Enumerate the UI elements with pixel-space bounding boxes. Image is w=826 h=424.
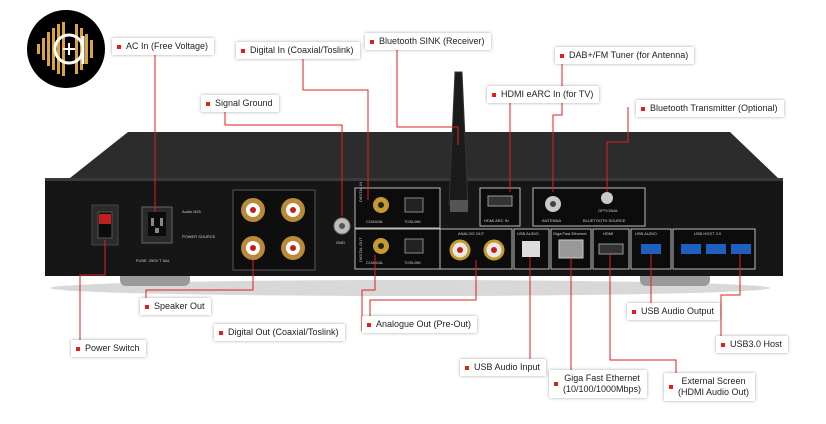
label-digital-out: Digital Out (Coaxial/Toslink) bbox=[214, 324, 345, 341]
label-usb-audio-output: USB Audio Output bbox=[627, 303, 721, 320]
label-usb-audio-input: USB Audio Input bbox=[460, 359, 547, 376]
label-bluetooth-sink: Bluetooth SINK (Receiver) bbox=[365, 33, 491, 50]
speaker-terminals bbox=[241, 198, 305, 260]
usb-audio-out-port bbox=[641, 244, 661, 254]
hdmi-text: HDMI bbox=[603, 231, 613, 236]
bt-source-text: BLUETOOTH SOURCE bbox=[583, 218, 626, 223]
usb-host-port-1 bbox=[681, 244, 701, 254]
chassis-top bbox=[70, 132, 778, 178]
label-speaker-out: Speaker Out bbox=[140, 298, 211, 315]
logo-graphic bbox=[37, 22, 93, 76]
label-usb3-host: USB3.0 Host bbox=[716, 336, 789, 353]
power-source-text: POWER SOURCE bbox=[182, 234, 216, 239]
rj45-port bbox=[558, 239, 584, 259]
toslink-in-port bbox=[404, 197, 424, 213]
usb-b-port bbox=[522, 241, 540, 257]
bt-antenna-connector bbox=[601, 192, 613, 204]
label-signal-ground: Signal Ground bbox=[201, 95, 279, 112]
label-power-switch: Power Switch bbox=[71, 340, 146, 357]
coaxial-in-text: COAXIAL bbox=[366, 219, 384, 224]
digital-out-panel bbox=[354, 228, 441, 270]
device-shadow bbox=[50, 280, 770, 296]
fuse-text: FUSE: 250V T 5AL bbox=[136, 258, 171, 263]
gnd-text: GND bbox=[336, 240, 345, 245]
label-giga-ethernet: Giga Fast Ethernet (10/100/1000Mbps) bbox=[549, 370, 648, 398]
optional-text: OPTIONAL bbox=[598, 208, 619, 213]
label-ac-in: AC In (Free Voltage) bbox=[112, 38, 215, 55]
giga-eth-text: Giga Fast Ethernet bbox=[553, 231, 587, 236]
usb-host-text: USB HOST 3.0 bbox=[694, 231, 722, 236]
giga-ethernet-line1: Giga Fast Ethernet bbox=[564, 373, 640, 383]
digital-out-vertical-text: DIGITAL OUT bbox=[358, 237, 363, 262]
digital-in-panel bbox=[354, 187, 441, 229]
label-dab-fm-tuner: DAB+/FM Tuner (for Antenna) bbox=[555, 47, 695, 64]
antenna-text: ANTENNA bbox=[542, 218, 561, 223]
brand-text: Audio N25 bbox=[182, 209, 201, 214]
hdmi-arc-port bbox=[487, 195, 513, 207]
hdmi-arc-text: HDMI ARC IN bbox=[484, 218, 509, 223]
hdmi-out-port bbox=[598, 243, 624, 255]
analog-out-text: ANALOG OUT bbox=[458, 231, 485, 236]
leader-lines bbox=[79, 40, 741, 385]
hdmi-arc-panel bbox=[479, 187, 521, 227]
usb-audio-out-text: USB AUDIO bbox=[635, 231, 657, 236]
toslink-in-text: TOSLINK bbox=[404, 219, 421, 224]
label-analogue-out: Analogue Out (Pre-Out) bbox=[362, 316, 478, 333]
label-digital-in: Digital In (Coaxial/Toslink) bbox=[236, 42, 360, 59]
external-screen-line1: External Screen bbox=[681, 376, 746, 386]
label-external-screen: External Screen (HDMI Audio Out) bbox=[664, 373, 756, 401]
usb-audio-in-text: USB AUDIO bbox=[517, 231, 539, 236]
label-bt-transmitter: Bluetooth Transmitter (Optional) bbox=[636, 100, 784, 117]
brand-logo bbox=[27, 10, 105, 88]
usb-host-port-2 bbox=[706, 244, 726, 254]
external-screen-line2: (HDMI Audio Out) bbox=[678, 387, 750, 397]
digital-in-vertical-text: DIGITAL IN bbox=[358, 182, 363, 202]
usb-host-port-3 bbox=[731, 244, 751, 254]
giga-ethernet-line2: (10/100/1000Mbps) bbox=[563, 384, 642, 394]
toslink-out-text: TOSLINK bbox=[404, 260, 421, 265]
toslink-out-port bbox=[404, 238, 424, 254]
label-hdmi-earc: HDMI eARC In (for TV) bbox=[487, 86, 600, 103]
